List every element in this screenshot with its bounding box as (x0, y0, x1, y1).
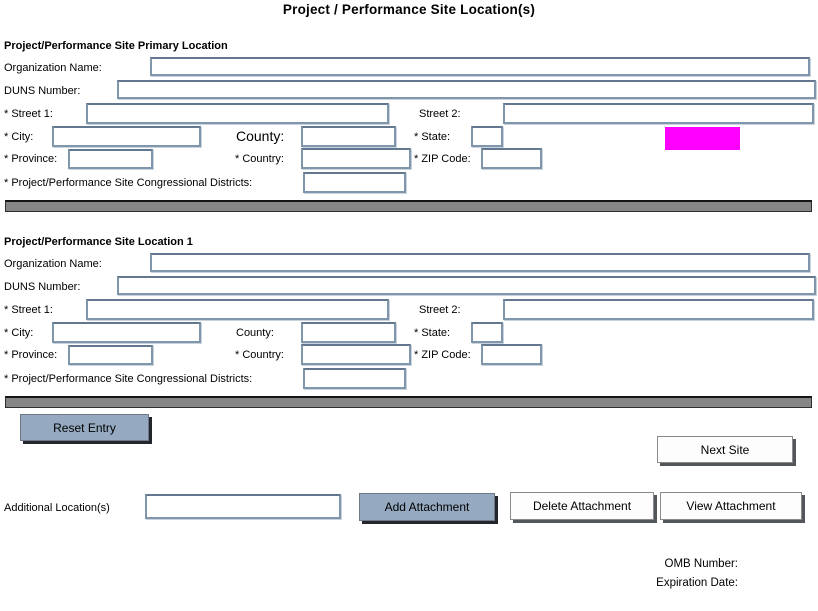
zip-code-label: * ZIP Code: (414, 349, 471, 361)
reset-entry-button[interactable]: Reset Entry (20, 414, 149, 441)
city-label: * City: (4, 327, 34, 339)
section-header-location-1: Project/Performance Site Location 1 (4, 236, 193, 248)
county-input[interactable] (301, 126, 396, 147)
zip-code-label: * ZIP Code: (414, 153, 471, 165)
magenta-highlight-box (665, 127, 740, 150)
province-input[interactable] (68, 149, 153, 169)
duns-number-label: DUNS Number: (4, 85, 81, 97)
duns-number-input[interactable] (117, 80, 816, 99)
additional-locations-label: Additional Location(s) (4, 502, 110, 514)
delete-attachment-button[interactable]: Delete Attachment (510, 492, 654, 520)
county-input[interactable] (301, 322, 396, 343)
congressional-districts-label: * Project/Performance Site Congressional… (4, 373, 253, 385)
congressional-districts-input[interactable] (303, 368, 406, 389)
state-label: * State: (414, 131, 451, 143)
section-header-primary-location: Project/Performance Site Primary Locatio… (4, 40, 228, 52)
section-divider-bar (5, 396, 812, 408)
country-input[interactable] (301, 344, 411, 365)
omb-number-label: OMB Number: (664, 558, 739, 570)
country-label: * Country: (235, 349, 284, 361)
province-label: * Province: (4, 153, 58, 165)
street1-input[interactable] (86, 103, 389, 124)
expiration-date-label: Expiration Date: (656, 577, 738, 589)
organization-name-input[interactable] (150, 57, 810, 76)
additional-locations-input[interactable] (145, 494, 341, 519)
section-divider-bar (5, 200, 812, 212)
view-attachment-button[interactable]: View Attachment (660, 492, 802, 520)
street2-input[interactable] (503, 299, 814, 320)
zip-code-input[interactable] (481, 344, 542, 365)
page-title: Project / Performance Site Location(s) (282, 2, 536, 17)
congressional-districts-label: * Project/Performance Site Congressional… (4, 177, 253, 189)
organization-name-input[interactable] (150, 253, 810, 272)
city-input[interactable] (52, 322, 201, 343)
duns-number-input[interactable] (117, 276, 816, 295)
duns-number-label: DUNS Number: (4, 281, 81, 293)
country-label: * Country: (235, 153, 284, 165)
street2-label: Street 2: (419, 108, 461, 120)
congressional-districts-input[interactable] (303, 172, 406, 193)
state-label: * State: (414, 327, 451, 339)
organization-name-label: Organization Name: (4, 258, 102, 270)
county-label: County: (236, 327, 274, 339)
country-input[interactable] (301, 148, 411, 169)
omb-footer: OMB Number: Expiration Date: (656, 555, 738, 593)
street1-label: * Street 1: (4, 304, 53, 316)
organization-name-label: Organization Name: (4, 62, 102, 74)
zip-code-input[interactable] (481, 148, 542, 169)
street1-input[interactable] (86, 299, 389, 320)
province-input[interactable] (68, 345, 153, 365)
city-label: * City: (4, 131, 34, 143)
province-label: * Province: (4, 349, 58, 361)
street1-label: * Street 1: (4, 108, 53, 120)
county-label: County: (236, 128, 285, 144)
city-input[interactable] (52, 126, 201, 147)
add-attachment-button[interactable]: Add Attachment (359, 493, 495, 521)
next-site-button[interactable]: Next Site (657, 436, 793, 463)
street2-input[interactable] (503, 103, 814, 124)
street2-label: Street 2: (419, 304, 461, 316)
state-input[interactable] (471, 126, 503, 147)
state-input[interactable] (471, 322, 503, 343)
